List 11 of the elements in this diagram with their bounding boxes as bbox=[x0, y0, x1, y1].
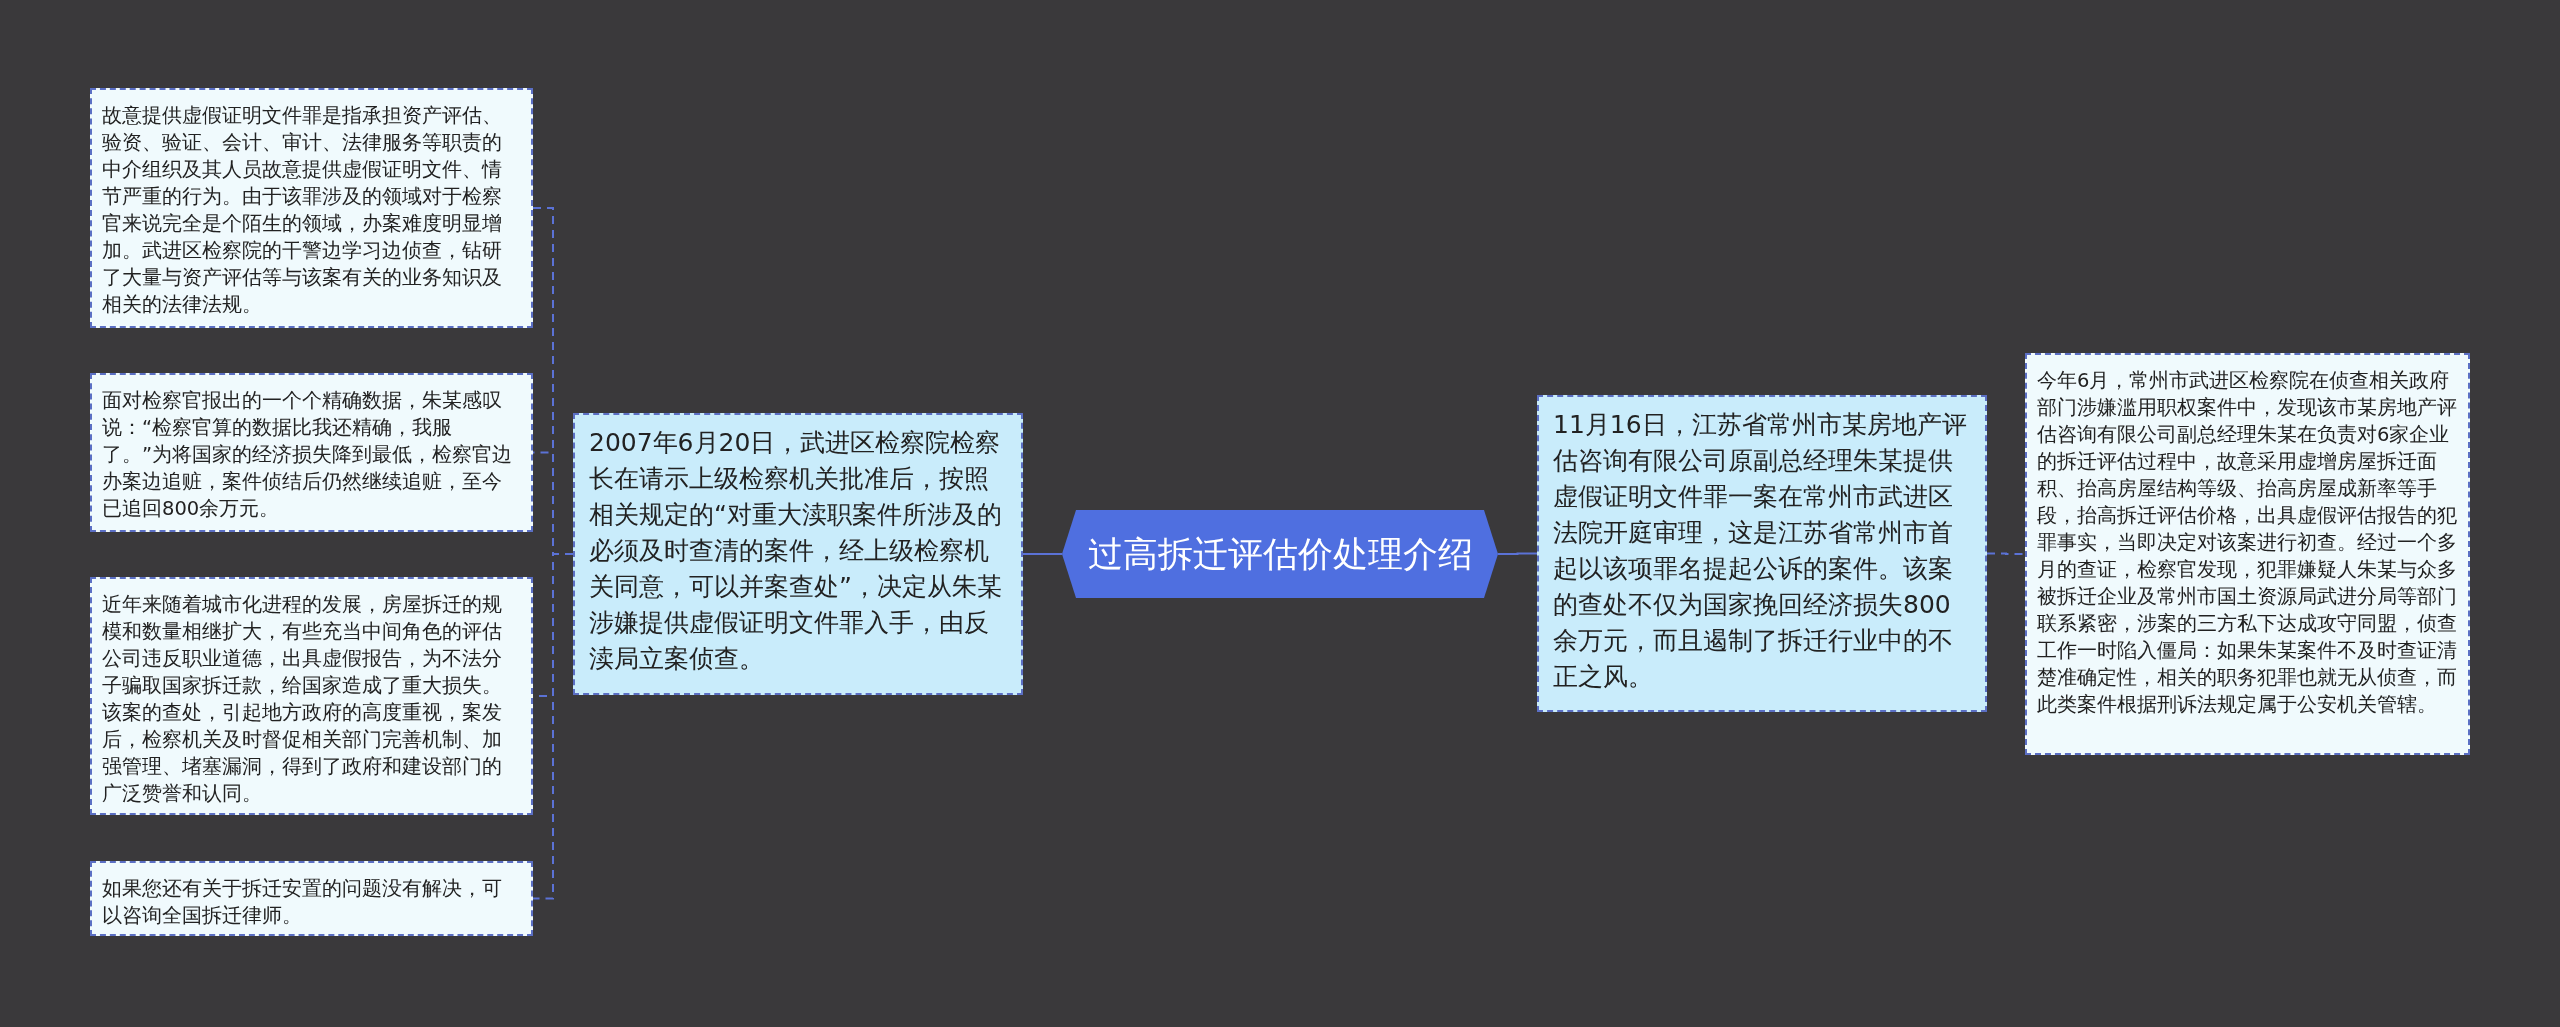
text-box: 近年来随着城市化进程的发展，房屋拆迁的规模和数量相继扩大，有些充当中间角色的评估公司违反职业道德，出具虚假报告，为不法分子骗取国家拆迁款，给国家造成了重大损失。该案的查处，引起地方政府的高度重视，案发后，检察机关及时督促相关部门完善机制、加强管理、堵塞漏洞，得到了政府和建设部门的广泛赞誉和认同。 bbox=[90, 577, 533, 815]
text-box: 2007年6月20日，武进区检察院检察长在请示上级检察机关批准后，按照相关规定的“对重大渎职案件所涉及的必须及时查清的案件，经上级检察机关同意，可以并案查处”，决定从朱某涉嫌提供虚假证明文件罪入手，由反渎局立案侦查。 bbox=[573, 413, 1023, 695]
text-box: 今年6月，常州市武进区检察院在侦查相关政府部门涉嫌滥用职权案件中，发现该市某房地产评估咨询有限公司副总经理朱某在负责对6家企业的拆迁评估过程中，故意采用虚增房屋拆迁面积、抬高房屋结构等级、抬高房屋成新率等手段，抬高拆迁评估价格，出具虚假评估报告的犯罪事实，当即决定对该案进行初查。经过一个多月的查证，检察官发现，犯罪嫌疑人朱某与众多被拆迁企业及常州市国土资源局武进分局等部门联系紧密，涉案的三方私下达成攻守同盟，侦查工作一时陷入僵局：如果朱某案件不及时查证清楚准确定性，相关的职务犯罪也就无从侦查，而此类案件根据刑诉法规定属于公安机关管辖。 bbox=[2025, 353, 2470, 755]
connector-line bbox=[1497, 552, 1538, 555]
text-box: 11月16日，江苏省常州市某房地产评估咨询有限公司原副总经理朱某提供虚假证明文件罪一案在常州市武进区法院开庭审理，这是江苏省常州市首起以该项罪名提起公诉的案件。该案的查处不仅为国家挽回经济损失800余万元，而且遏制了拆迁行业中的不正之风。 bbox=[1537, 395, 1987, 712]
topic-hexagon: 过高拆迁评估价处理介绍 bbox=[1062, 510, 1498, 598]
connector-line bbox=[1022, 553, 1063, 555]
connector-line bbox=[1986, 552, 2026, 555]
text-box: 故意提供虚假证明文件罪是指承担资产评估、验资、验证、会计、审计、法律服务等职责的中介组织及其人员故意提供虚假证明文件、情节严重的行为。由于该罪涉及的领域对于检察官来说完全是个陌生的领域，办案难度明显增加。武进区检察院的干警边学习边侦查，钻研了大量与资产评估等与该案有关的业务知识及相关的法律法规。 bbox=[90, 88, 533, 328]
text-box: 面对检察官报出的一个个精确数据，朱某感叹说：“检察官算的数据比我还精确，我服了。”为将国家的经济损失降到最低，检察官边办案边追赃，案件侦结后仍然继续追赃，至今已追回800余万元。 bbox=[90, 373, 533, 532]
text-box: 如果您还有关于拆迁安置的问题没有解决，可以咨询全国拆迁律师。 bbox=[90, 861, 533, 936]
